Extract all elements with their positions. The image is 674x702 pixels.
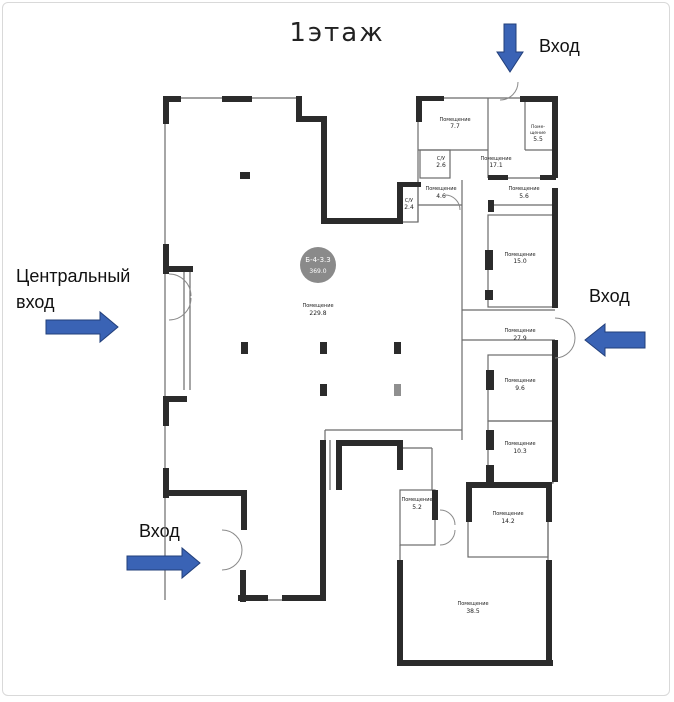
room-26-code: С/У [437,156,445,162]
thick-walls [163,96,558,666]
room-142-area: 14.2 [501,518,515,525]
door-swings [168,81,576,571]
room-26-area: 2.6 [436,162,446,169]
floor-title: 1этаж [289,18,385,48]
arrow-top [496,23,524,73]
room-385-name: Помещение [457,601,488,607]
label-central-line2: вход [16,292,55,312]
room-46-area: 4.6 [436,193,446,200]
arrow-bottom [126,546,201,580]
room-24-code: С/У [405,198,413,204]
room-77-name: Помещение [439,117,470,123]
room-55-name1: Поме- [531,124,545,130]
room-279-area: 27.9 [513,335,527,342]
label-entrance-right: Вход [589,286,630,306]
room-279-name: Помещение [504,328,535,334]
room-52-name: Помещение [401,497,432,503]
room-103-name: Помещение [504,441,535,447]
unit-badge: Б-4-3.3 369.0 [300,247,336,283]
column-light [394,384,401,396]
room-150-name: Помещение [504,252,535,258]
label-central-line1: Центральный [16,266,131,286]
room-103-area: 10.3 [513,448,527,455]
badge-line1: Б-4-3.3 [305,256,330,264]
label-entrance-bottom: Вход [139,521,180,541]
room-main-area: 229.8 [309,310,326,317]
room-96-name: Помещение [504,378,535,384]
badge-line2: 369.0 [309,268,326,275]
arrow-central [45,310,119,344]
thin-walls [164,97,555,663]
room-24-area: 2.4 [404,204,414,211]
room-46-name: Помещение [425,186,456,192]
label-entrance-top: Вход [539,36,580,56]
room-385-area: 38.5 [466,608,480,615]
room-52-area: 5.2 [412,504,422,511]
room-56-name: Помещение [508,186,539,192]
arrow-right [584,322,646,358]
room-96-area: 9.6 [515,385,525,392]
room-171-area: 17.1 [489,162,503,169]
room-56-area: 5.6 [519,193,529,200]
room-labels: Помещение 229.8 Помещение 7.7 Помещение … [302,117,546,615]
room-55-area: 5.5 [533,136,543,143]
room-55-name2: щение [530,131,546,136]
room-main-name: Помещение [302,303,333,309]
room-77-area: 7.7 [450,123,460,130]
image-frame [2,2,670,696]
room-171-name: Помещение [480,156,511,162]
room-142-name: Помещение [492,511,523,517]
room-150-area: 15.0 [513,258,527,265]
